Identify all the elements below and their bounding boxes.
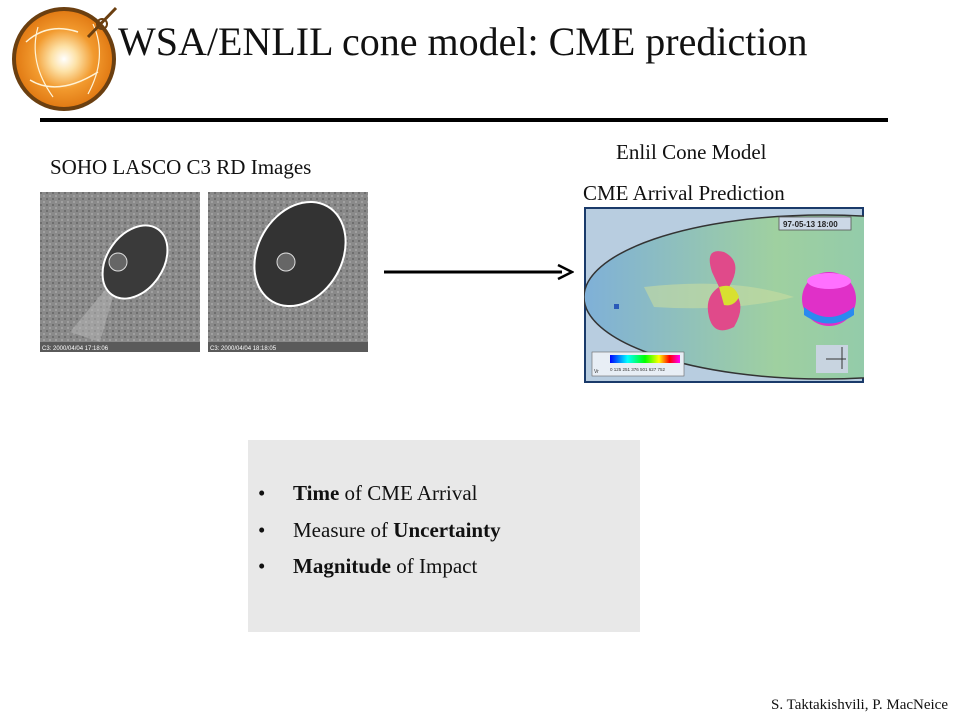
bullet-list: •Time of CME Arrival •Measure of Uncerta… <box>258 481 501 591</box>
slide-title: WSA/ENLIL cone model: CME prediction <box>118 19 808 64</box>
enlil-colorbar-ticks: 0 125 251 376 501 627 752 <box>610 367 666 372</box>
bullet-dot-icon: • <box>258 554 266 578</box>
bullet-dot-icon: • <box>258 517 266 542</box>
enlil-date: 97-05-13 18:00 <box>783 220 838 229</box>
sun-logo-icon <box>12 6 118 111</box>
enlil-colorbar-unit: Vr <box>594 369 599 375</box>
bullet-item: •Magnitude of Impact <box>258 554 478 578</box>
bullet-item: •Measure of Uncertainty <box>258 517 501 542</box>
c3-right-timestamp: C3: 2000/04/04 18:18:05 <box>210 346 277 352</box>
bullet-panel <box>248 440 640 632</box>
title-divider <box>40 118 888 122</box>
lasco-image-right: C3: 2000/04/04 18:18:05 <box>208 192 368 352</box>
c3-left-timestamp: C3: 2000/04/04 17:18:06 <box>42 346 109 352</box>
enlil-caption-line1: Enlil Cone Model <box>616 140 767 164</box>
soho-caption: SOHO LASCO C3 RD Images <box>50 155 312 179</box>
enlil-simulation-image: 97-05-13 18:00 Vr 0 125 251 376 501 627 … <box>584 207 864 383</box>
lasco-image-left: C3: 2000/04/04 17:18:06 <box>40 192 200 352</box>
author-credit: S. Taktakishvili, P. MacNeice <box>771 697 948 713</box>
enlil-caption-line2: CME Arrival Prediction <box>583 181 785 205</box>
bullet-item: •Time of CME Arrival <box>258 481 478 505</box>
arrow-right-icon <box>384 263 574 281</box>
bullet-dot-icon: • <box>258 481 266 505</box>
